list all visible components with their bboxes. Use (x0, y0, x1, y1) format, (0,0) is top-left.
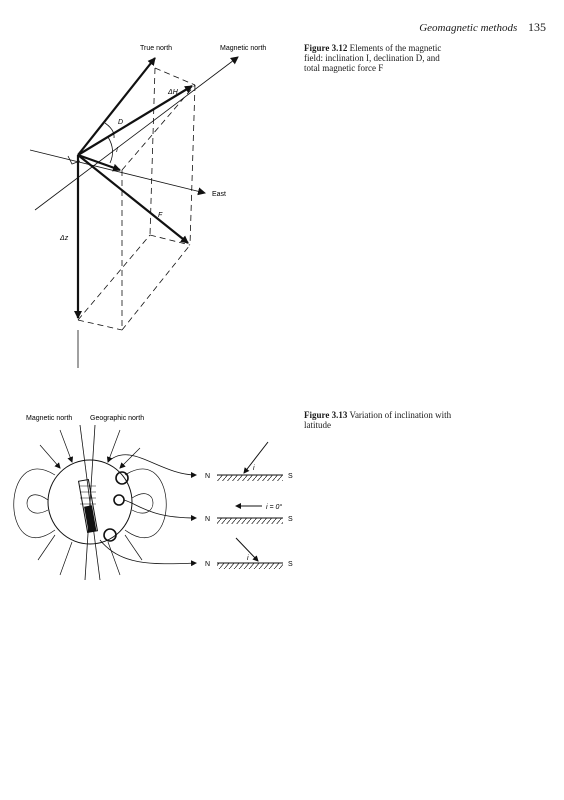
page-header: Geomagnetic methods 135 (336, 20, 546, 35)
label-s-3: S (288, 561, 293, 568)
running-head: Geomagnetic methods (419, 22, 518, 34)
figure-3-12-caption: Figure 3.12 Elements of the magnetic fie… (304, 43, 454, 73)
label-delta-h: ΔH (167, 89, 179, 96)
label-d: D (118, 119, 123, 126)
label-s-1: S (288, 473, 293, 480)
label-magnetic-north-2: Magnetic north (26, 415, 72, 422)
label-f: F (158, 212, 163, 219)
label-i-1: i (253, 465, 255, 472)
label-geographic-north: Geographic north (90, 415, 144, 422)
label-n-2: N (205, 516, 210, 523)
label-delta-z: Δz (59, 235, 69, 242)
figure-3-12-text: Elements of the magnetic field: inclinat… (304, 43, 442, 73)
label-i-zero: i = 0° (266, 503, 282, 511)
label-i: I (116, 147, 118, 154)
figure-3-13-label: Figure 3.13 (304, 410, 348, 420)
label-n-3: N (205, 561, 210, 568)
label-true-north: True north (140, 45, 172, 52)
label-s-2: S (288, 516, 293, 523)
label-i-3: i (247, 555, 249, 562)
label-magnetic-north: Magnetic north (220, 45, 266, 52)
label-east: East (212, 191, 226, 198)
figure-3-12-diagram: True north Magnetic north East ΔH Δz D I… (29, 45, 266, 368)
figure-3-13-text: Variation of inclination with latitude (304, 410, 452, 430)
figure-3-12-label: Figure 3.12 (304, 43, 348, 53)
label-n-1: N (205, 473, 210, 480)
page-number: 135 (528, 20, 546, 34)
figure-3-13-diagram: Magnetic north Geographic north (13, 415, 293, 581)
figure-3-13-caption: Figure 3.13 Variation of inclination wit… (304, 410, 454, 430)
